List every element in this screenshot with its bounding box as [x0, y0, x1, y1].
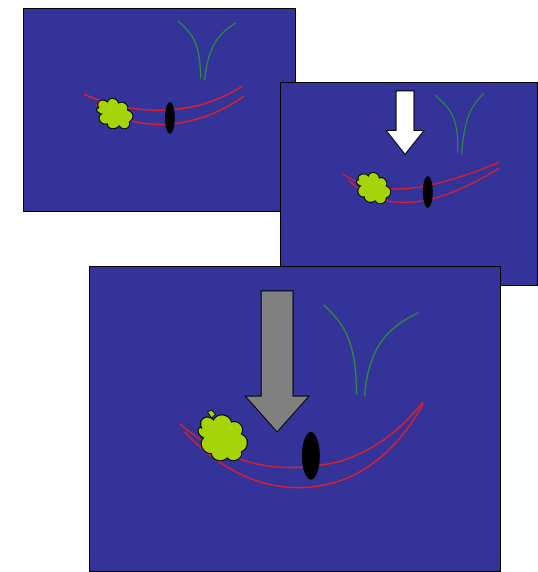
branch-right — [460, 92, 485, 155]
vessel-upper-line — [342, 161, 500, 190]
panel-stage-1 — [23, 8, 296, 212]
panel-1-drawing — [83, 20, 245, 134]
green-blob — [197, 414, 248, 462]
black-plug — [164, 102, 175, 134]
black-plug — [422, 176, 433, 208]
gray-down-arrow — [244, 290, 311, 433]
blob-fragment — [206, 409, 217, 419]
panel-stage-2 — [280, 82, 538, 286]
green-blob — [96, 97, 134, 130]
vessel-lower-line — [184, 403, 424, 489]
panel-2-drawing — [342, 90, 500, 208]
green-blob — [356, 172, 392, 205]
panel-stage-3 — [89, 266, 501, 572]
white-down-arrow — [385, 90, 425, 156]
branch-left — [177, 20, 202, 79]
branch-right — [363, 312, 419, 397]
branch-left — [434, 94, 459, 153]
branch-right — [203, 22, 237, 81]
panel-3-drawing — [179, 290, 424, 489]
black-plug — [301, 431, 320, 480]
branch-left — [323, 304, 358, 395]
